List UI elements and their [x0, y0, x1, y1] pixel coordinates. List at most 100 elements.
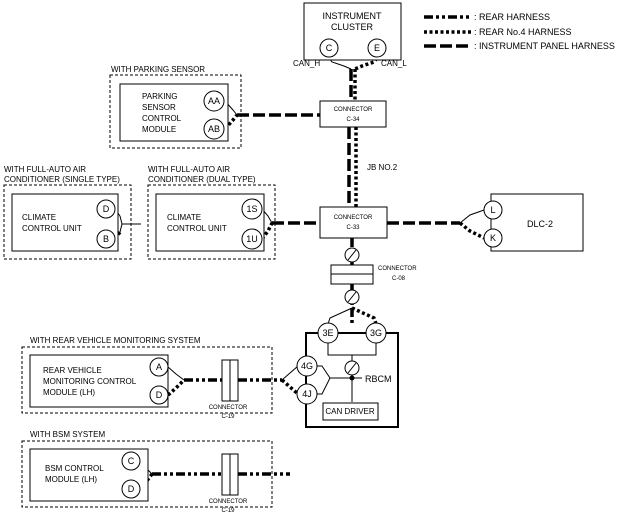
- pin-aa-label: AA: [208, 96, 220, 106]
- rvm-pin-d-circle: [149, 385, 169, 405]
- wire-to-4g: [281, 365, 299, 381]
- rbcm-pin-4g-circle: [296, 355, 318, 377]
- dlc2: DLC-2 L K: [483, 193, 584, 252]
- legend-no4-label: : REAR No.4 HARNESS: [474, 27, 572, 37]
- rvm-group-label: WITH REAR VEHICLE MONITORING SYSTEM: [30, 336, 201, 345]
- rvm-pin-a-label: A: [156, 362, 162, 372]
- dlc-pin-l-label: L: [490, 205, 495, 215]
- dlc-pin-k-label: K: [490, 233, 496, 243]
- rbcm-label: RBCM: [365, 374, 392, 384]
- rbcm-pin-3e-circle: [317, 322, 339, 344]
- pin-ab-label: AB: [208, 124, 220, 134]
- parking-label-3: CONTROL: [142, 114, 182, 123]
- pin-e-label: E: [374, 43, 380, 53]
- rbcm: 3E 3G 4G 4J RBCM CAN DRIVER: [296, 322, 399, 428]
- instrument-cluster: INSTRUMENT CLUSTER C E CAN_H CAN_L: [293, 2, 407, 68]
- bsm-group: WITH BSM SYSTEM BSM CONTROL MODULE (LH) …: [21, 430, 273, 514]
- rvm-label-1: REAR VEHICLE: [43, 366, 102, 375]
- bsm-pin-c-label: C: [128, 456, 135, 466]
- can-driver-label: CAN DRIVER: [325, 407, 375, 416]
- rvm-label-3: MODULE (LH): [43, 388, 95, 397]
- connector-c34: CONNECTOR C-34: [319, 100, 387, 128]
- dual-group-label-1: WITH FULL-AUTO AIR: [148, 165, 230, 174]
- rbcm-twist-slash: [347, 362, 357, 374]
- connector-c33: CONNECTOR C-33: [319, 206, 388, 239]
- connector-c19a-right: [229, 359, 239, 402]
- dual-group-frame: [147, 184, 276, 260]
- rbcm-box: [305, 332, 399, 428]
- rvm-group-frame: [21, 346, 273, 414]
- dlc-pin-k-circle: [483, 228, 503, 248]
- dual-climate-label-2: CONTROL UNIT: [167, 224, 227, 233]
- twist-markers: [344, 247, 360, 305]
- bsm-group-frame: [21, 440, 273, 508]
- instrument-cluster-label-1: INSTRUMENT: [323, 11, 382, 21]
- single-pin-b-circle: [96, 229, 116, 249]
- wire-to-3g: [351, 306, 378, 325]
- connector-c34-label-1: CONNECTOR: [334, 107, 373, 113]
- single-group-frame: [3, 184, 132, 260]
- parking-sensor-group: WITH PARKING SENSOR PARKING SENSOR CONTR…: [109, 65, 242, 149]
- can-h-label: CAN_H: [293, 59, 320, 68]
- rbcm-pin-4j-circle: [296, 383, 318, 405]
- parking-group-frame: [109, 74, 242, 149]
- connector-c33-box: [319, 206, 388, 239]
- wire-rvm-d: [166, 378, 186, 397]
- legend-rear-label: : REAR HARNESS: [474, 12, 550, 22]
- connector-c08-label-2: C-08: [392, 276, 406, 282]
- single-climate-label-2: CONTROL UNIT: [22, 224, 82, 233]
- connector-c19b-right: [229, 453, 239, 496]
- rvm-group: WITH REAR VEHICLE MONITORING SYSTEM REAR…: [21, 336, 273, 420]
- single-group-label-1: WITH FULL-AUTO AIR: [4, 165, 86, 174]
- connector-c19b-label-2: C-19: [221, 508, 235, 514]
- dual-climate-group: WITH FULL-AUTO AIR CONDITIONER (DUAL TYP…: [147, 165, 276, 260]
- dlc2-box: [490, 193, 584, 252]
- bsm-label-1: BSM CONTROL: [45, 464, 104, 473]
- connector-c33-label-1: CONNECTOR: [334, 215, 373, 221]
- connector-c19a-label-1: CONNECTOR: [209, 405, 248, 411]
- jb-no2-label: JB NO.2: [367, 163, 398, 172]
- rbcm-pin-3g-label: 3G: [370, 328, 382, 338]
- rbcm-internal-top: [327, 343, 377, 356]
- connector-c08-label-1: CONNECTOR: [378, 266, 417, 272]
- dual-pin-1s-circle: [241, 198, 263, 220]
- wire-dlc-l: [459, 209, 485, 224]
- pin-aa-circle: [203, 90, 225, 112]
- rbcm-pin-3g-circle: [365, 322, 387, 344]
- rbcm-4j-line: [316, 377, 331, 395]
- single-group-label-2: CONDITIONER (SINGLE TYPE): [4, 175, 120, 184]
- rvm-pin-a-circle: [149, 357, 169, 377]
- connector-c19b-label-1: CONNECTOR: [209, 499, 248, 505]
- rvm-pin-d-label: D: [156, 390, 163, 400]
- connector-c08: CONNECTOR C-08: [330, 264, 417, 285]
- wire-to-3e: [327, 307, 353, 325]
- rvm-module-box: [29, 354, 169, 408]
- instrument-cluster-label-2: CLUSTER: [331, 22, 374, 32]
- bsm-pin-c-circle: [121, 451, 141, 471]
- single-pin-d-circle: [96, 199, 116, 219]
- connector-c19a-label-2: C-19: [221, 414, 235, 420]
- single-pin-b-label: B: [103, 234, 109, 244]
- rbcm-pin-3e-label: 3E: [322, 328, 333, 338]
- can-l-label: CAN_L: [381, 59, 407, 68]
- rbcm-4g-line: [316, 365, 352, 379]
- connector-c33-label-2: C-33: [346, 225, 360, 231]
- wire-dlc-k: [458, 221, 485, 240]
- rbcm-junction-dot: [349, 375, 355, 381]
- wire-rvm-a: [167, 366, 185, 381]
- parking-label-1: PARKING: [142, 92, 177, 101]
- connector-c19b-left: [221, 453, 231, 496]
- pin-ab-circle: [203, 118, 225, 140]
- single-climate-label-1: CLIMATE: [22, 213, 56, 222]
- legend-ip-label: : INSTRUMENT PANEL HARNESS: [474, 41, 615, 51]
- connector-c19a-left: [221, 359, 231, 402]
- twist-marker-upper-slash: [347, 249, 357, 261]
- wire-to-4j: [280, 378, 300, 396]
- legend: : REAR HARNESS : REAR No.4 HARNESS : INS…: [424, 12, 615, 51]
- wire-ab: [223, 113, 239, 131]
- rbcm-pin-4j-label: 4J: [302, 389, 312, 399]
- pin-e-circle: [367, 38, 387, 58]
- bsm-pin-d-circle: [121, 479, 141, 499]
- connector-c34-box: [319, 100, 387, 128]
